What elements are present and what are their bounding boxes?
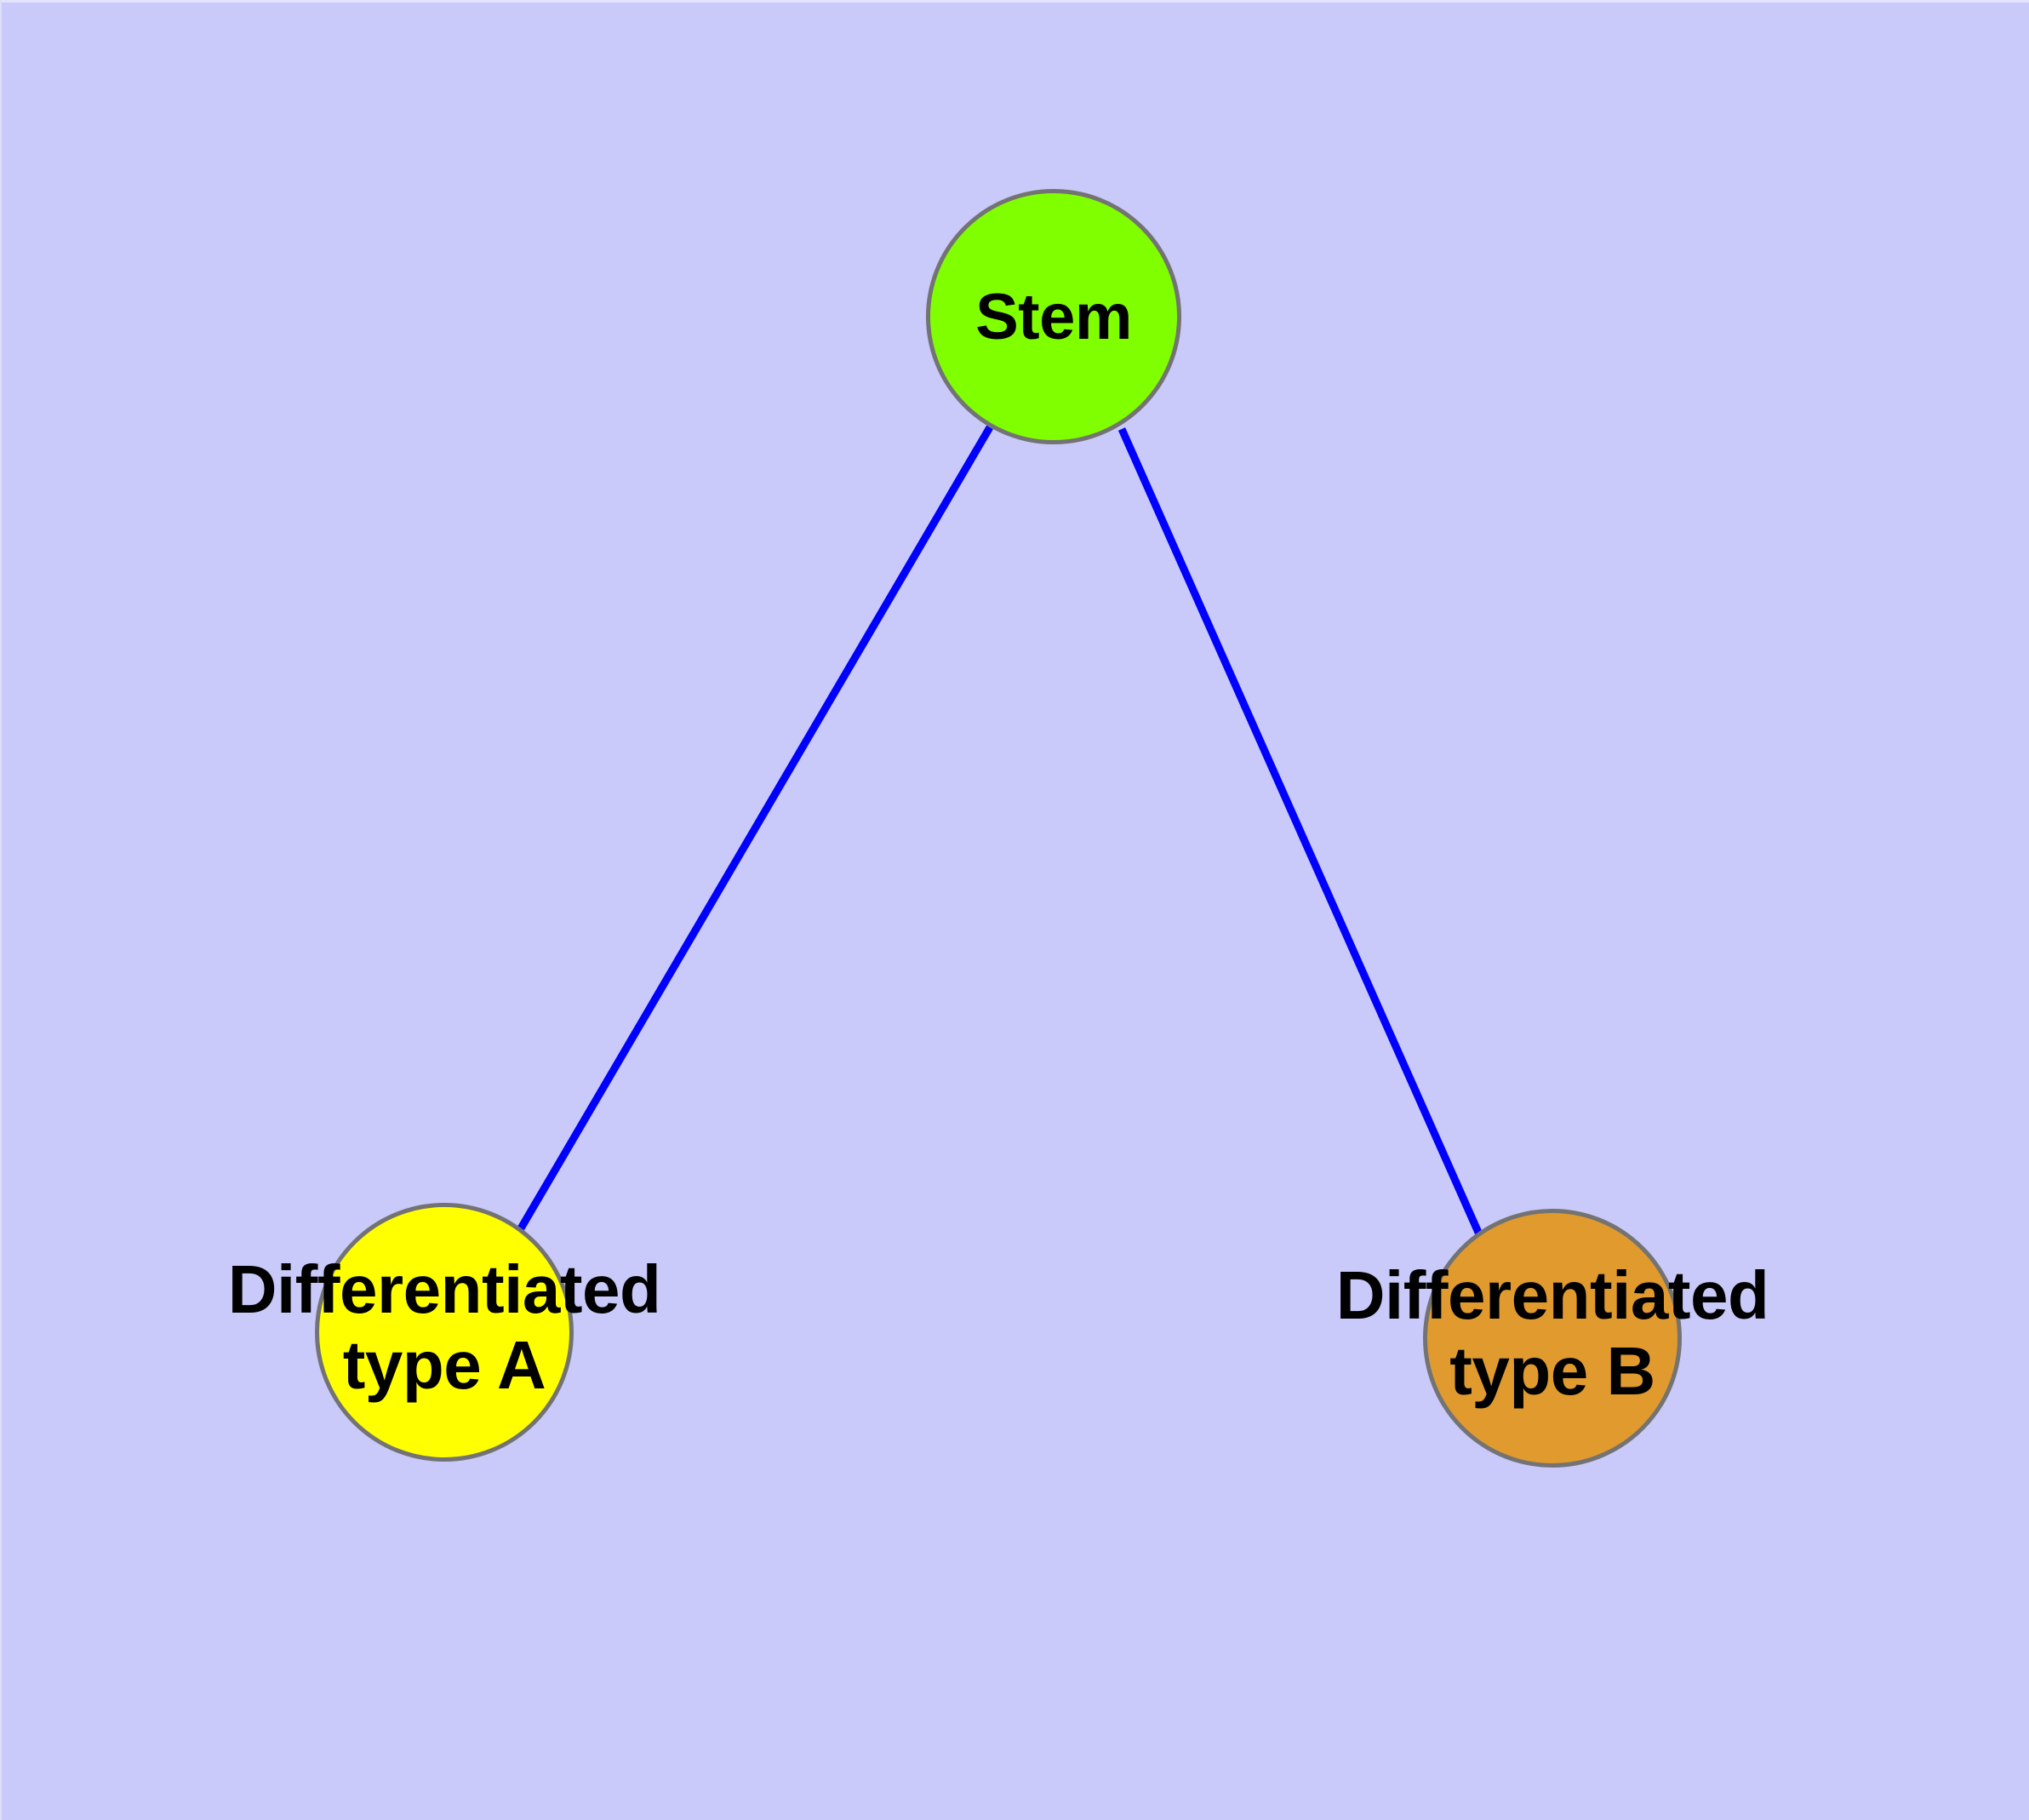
edge-stem-to-diff-b [1117,427,1483,1236]
node-differentiated-type-a[interactable] [315,1203,574,1462]
left-edge-bleed [0,0,2,1820]
edge-stem-to-diff-a [517,425,993,1231]
top-edge-bleed [0,0,2029,3]
node-differentiated-type-b[interactable] [1423,1209,1682,1468]
node-stem[interactable] [926,189,1181,444]
